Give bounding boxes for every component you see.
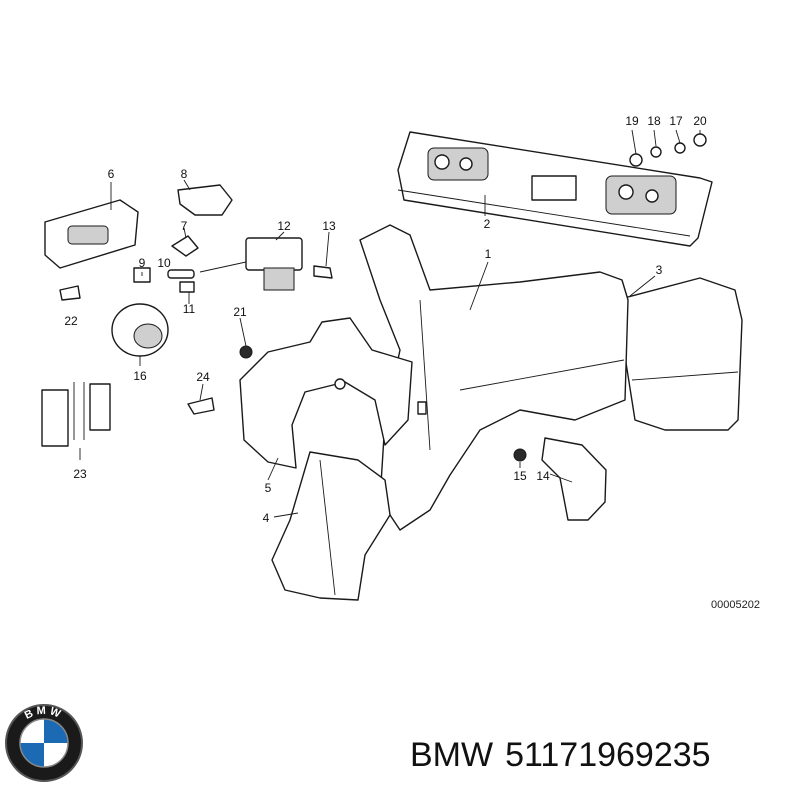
leader-lines (79, 129, 701, 518)
callout-5: 5 (265, 481, 272, 495)
callout-1: 1 (485, 247, 492, 261)
callout-10: 10 (157, 256, 171, 270)
callout-8: 8 (181, 167, 188, 181)
logo-quadrant-blue (20, 743, 44, 767)
callout-17: 17 (669, 114, 683, 128)
callout-13: 13 (322, 219, 336, 233)
exploded-parts-diagram: 1 2 3 4 5 6 7 8 9 10 11 12 13 14 15 16 1… (41, 114, 760, 611)
callout-7: 7 (181, 219, 188, 233)
callout-4: 4 (263, 511, 270, 525)
callout-19: 19 (625, 114, 639, 128)
part-lower-section (271, 451, 391, 601)
callout-22: 22 (64, 314, 78, 328)
callout-labels: 1 2 3 4 5 6 7 8 9 10 11 12 13 14 15 16 1… (64, 114, 707, 525)
callout-21: 21 (233, 305, 247, 319)
callout-9: 9 (139, 256, 146, 270)
logo-text: BMW (23, 705, 65, 722)
part-wheel-arch-liner (239, 317, 413, 469)
callout-20: 20 (693, 114, 707, 128)
callout-6: 6 (108, 167, 115, 181)
callout-3: 3 (656, 263, 663, 277)
callout-11: 11 (183, 302, 196, 316)
callout-24: 24 (196, 370, 210, 384)
callout-2: 2 (484, 217, 491, 231)
callout-12: 12 (277, 219, 291, 233)
part-rear-panel (397, 131, 713, 247)
part-number: 51171969235 (505, 736, 711, 774)
brand-name: BMW (410, 736, 494, 774)
callout-14: 14 (536, 469, 550, 483)
bmw-logo: BMW (5, 704, 83, 782)
callout-16: 16 (133, 369, 147, 383)
callout-15: 15 (513, 469, 527, 483)
part-side-section (623, 277, 743, 431)
part-fuel-flap (44, 199, 139, 269)
drawing-reference: 00005202 (711, 599, 760, 611)
logo-quadrant-blue (44, 719, 68, 743)
part-caption: BMW 51171969235 (410, 736, 723, 775)
callout-23: 23 (73, 467, 87, 481)
callout-18: 18 (647, 114, 661, 128)
